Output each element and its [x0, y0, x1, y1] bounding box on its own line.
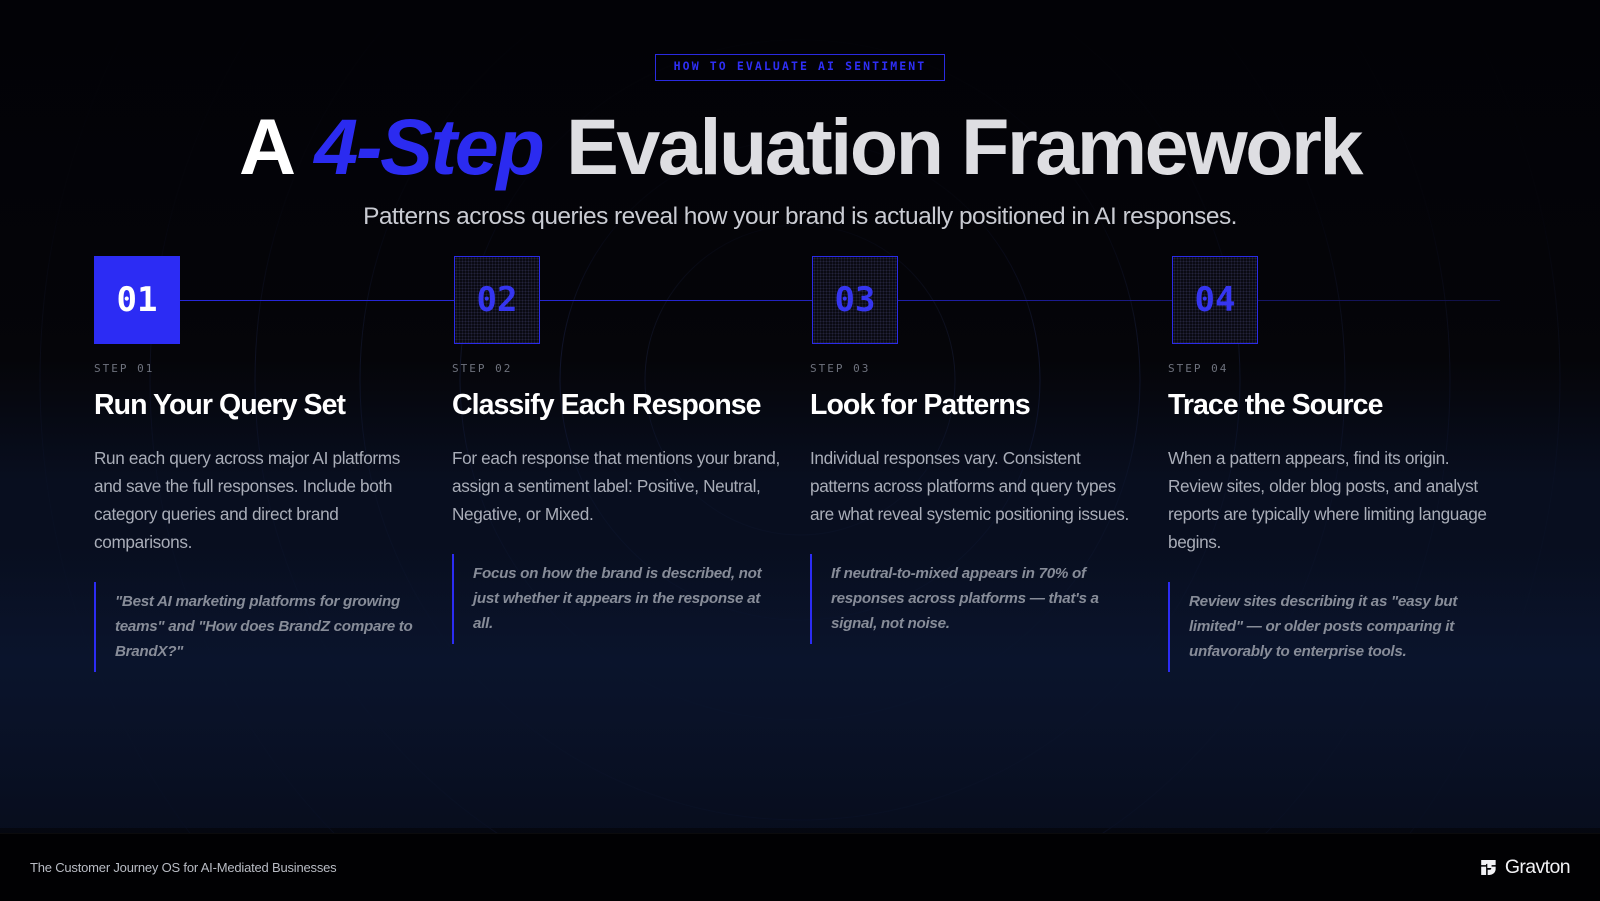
step-card-03: STEP 03 Look for Patterns Individual res… [810, 362, 1141, 672]
step-label: STEP 01 [94, 362, 155, 375]
timeline-marker-04[interactable]: 04 [1172, 256, 1258, 344]
step-label: STEP 03 [810, 362, 871, 375]
step-label: STEP 04 [1168, 362, 1229, 375]
steps-grid: STEP 01 Run Your Query Set Run each quer… [94, 362, 1506, 673]
timeline-marker-03[interactable]: 03 [812, 256, 898, 344]
step-example-quote: Review sites describing it as "easy but … [1168, 582, 1499, 673]
page-subtitle: Patterns across queries reveal how your … [363, 202, 1237, 230]
page-title-rest: Evaluation Framework [566, 101, 1363, 191]
gravton-logo-icon [1481, 860, 1496, 875]
step-card-01: STEP 01 Run Your Query Set Run each quer… [94, 362, 425, 673]
timeline-track: 01 02 03 04 [0, 256, 1600, 344]
brand-name: Gravton [1504, 856, 1571, 878]
step-description: For each response that mentions your bra… [452, 448, 780, 525]
page-title-lead: A [238, 101, 293, 191]
step-title: Trace the Source [1168, 389, 1383, 421]
step-card-04: STEP 04 Trace the Source When a pattern … [1168, 362, 1499, 673]
step-title: Look for Patterns [810, 389, 1031, 421]
timeline-marker-01[interactable]: 01 [94, 256, 180, 344]
step-example-quote: "Best AI marketing platforms for growing… [94, 582, 425, 673]
step-title: Classify Each Response [452, 389, 762, 421]
page-title-accent: 4-Step [314, 101, 544, 191]
step-card-02: STEP 02 Classify Each Response For each … [452, 362, 783, 672]
background-mid-band [0, 548, 1600, 828]
step-title: Run Your Query Set [94, 389, 346, 421]
step-description: When a pattern appears, find its origin.… [1168, 448, 1487, 553]
footer-brand: Gravton [1480, 856, 1571, 879]
step-description: Run each query across major AI platforms… [94, 448, 401, 553]
step-label: STEP 02 [452, 362, 513, 375]
page-title: A 4-Step Evaluation Framework [0, 107, 1600, 186]
eyebrow-badge: HOW TO EVALUATE AI SENTIMENT [654, 54, 946, 81]
footer-tagline: The Customer Journey OS for AI-Mediated … [30, 860, 337, 875]
timeline-marker-02[interactable]: 02 [454, 256, 540, 344]
header-section: HOW TO EVALUATE AI SENTIMENT A 4-Step Ev… [0, 0, 1600, 232]
footer-bar: The Customer Journey OS for AI-Mediated … [0, 833, 1600, 901]
step-description: Individual responses vary. Consistent pa… [810, 448, 1129, 525]
step-example-quote: Focus on how the brand is described, not… [452, 554, 783, 645]
step-example-quote: If neutral-to-mixed appears in 70% of re… [810, 554, 1141, 645]
